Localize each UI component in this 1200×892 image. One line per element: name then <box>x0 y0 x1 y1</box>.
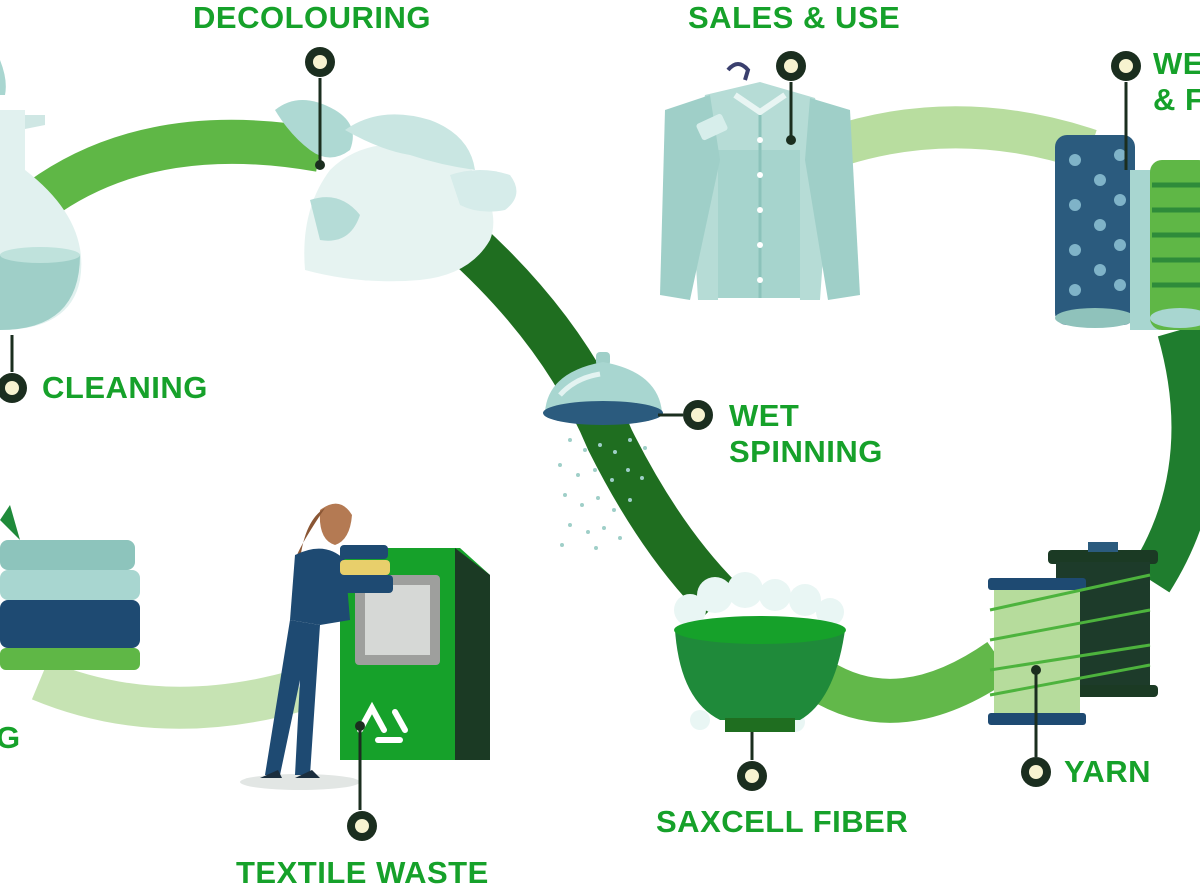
pin-cleaning <box>0 335 27 403</box>
path-fiber-to-yarn <box>820 660 1000 701</box>
label-wet-spinning-line1: WET <box>729 398 883 434</box>
label-sales-use: SALES & USE <box>688 0 900 36</box>
label-decolouring: DECOLOURING <box>193 0 431 36</box>
label-sorting-partial: G <box>0 720 21 756</box>
label-saxcell-fiber: SAXCELL FIBER <box>656 804 908 840</box>
label-weaving-line1: WE <box>1153 46 1200 82</box>
yarn-spools-icon <box>988 542 1158 725</box>
fiber-bowl-icon <box>674 572 846 732</box>
path-weaving-to-yarn <box>1150 330 1195 580</box>
path-cleaning-to-decolouring <box>40 142 320 200</box>
label-weaving: WE & F <box>1153 46 1200 118</box>
label-wet-spinning: WET SPINNING <box>729 398 883 470</box>
pin-saxcell-fiber <box>737 732 767 791</box>
label-wet-spinning-line2: SPINNING <box>729 434 883 470</box>
shirt-icon <box>660 64 860 300</box>
pin-wet-spinning <box>658 400 713 430</box>
label-yarn: YARN <box>1064 754 1151 790</box>
label-weaving-line2: & F <box>1153 82 1200 118</box>
path-sorting-to-waste <box>40 680 300 708</box>
label-textile-waste: TEXTILE WASTE <box>236 855 489 891</box>
fabric-stack-icon <box>0 505 140 670</box>
label-cleaning: CLEANING <box>42 370 208 406</box>
